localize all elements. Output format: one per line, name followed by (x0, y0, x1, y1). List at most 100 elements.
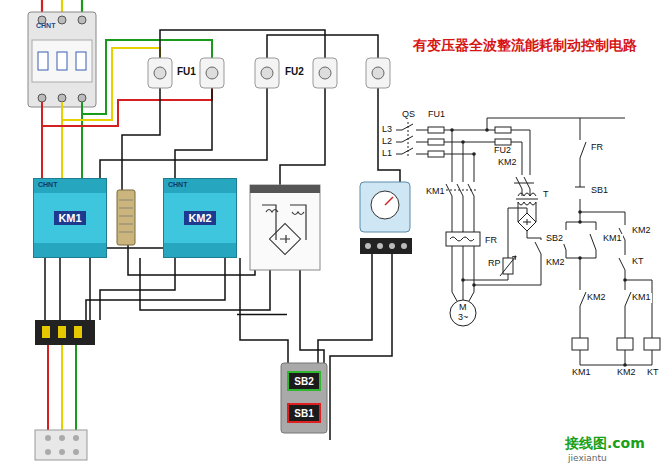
black-wires (300, 270, 324, 363)
time-relay (365, 243, 371, 249)
fuse-holders (200, 58, 224, 88)
button-box (281, 363, 327, 433)
fuse-label: FU2 (284, 66, 305, 77)
transformer-label: T (542, 190, 550, 200)
push-button-sb2: SB2 (287, 371, 321, 391)
transformer-rectifier-unit (250, 185, 320, 270)
fuse-holders (372, 67, 384, 79)
thermal-relay (35, 320, 95, 345)
junction-dots (623, 278, 627, 282)
fuse-holders (255, 58, 279, 88)
transformer-rectifier-unit (269, 223, 300, 254)
contactor-label: KM1 (54, 211, 85, 225)
schematic-lines (487, 118, 625, 130)
fuse-holders (313, 58, 337, 88)
motor-terminal-block (45, 449, 51, 455)
fuse-holders (319, 67, 331, 79)
junction-dots (578, 210, 582, 214)
button-label: SB1 (590, 186, 609, 196)
junction-dots (485, 128, 489, 132)
black-wires (59, 258, 61, 320)
contact-label: KT (631, 257, 645, 267)
brand-mark: CHNT (36, 22, 55, 30)
schematic-lines (396, 118, 660, 365)
circuit-breaker (58, 16, 66, 24)
schematic-lines (495, 139, 511, 145)
fuse-holders (148, 58, 172, 88)
schematic-lines (580, 212, 631, 365)
fuse-holders (206, 67, 218, 79)
schematic-lines (580, 365, 652, 366)
schematic-lines (463, 208, 527, 280)
circuit-breaker (78, 16, 86, 24)
button-label: SB2 (294, 376, 313, 387)
schematic-lines (575, 118, 586, 222)
colored-wires (75, 345, 77, 430)
schematic-lines (446, 190, 476, 191)
transformer-rectifier-unit (280, 235, 290, 243)
fuse-label: FU1 (427, 110, 446, 120)
junction-dots (472, 283, 476, 287)
schematic-lines (617, 338, 633, 350)
junction-dots (461, 278, 465, 282)
motor-label: M (458, 303, 468, 313)
circuit-breaker (76, 52, 86, 70)
transformer-rectifier-unit (262, 205, 306, 240)
black-wires (100, 88, 267, 178)
black-wires (122, 88, 160, 190)
black-wires (89, 258, 91, 320)
contact-label: KM1 (602, 234, 623, 244)
schematic-lines (428, 151, 444, 157)
contactor-km1: KM1 (33, 178, 107, 258)
circuit-breaker (58, 94, 66, 102)
button-label: SB2 (545, 234, 564, 244)
time-relay (360, 238, 412, 254)
motor-terminal-block (59, 449, 65, 455)
contact-label: KM1 (425, 187, 446, 197)
schematic-lines (428, 139, 444, 145)
contact-label: FR (590, 143, 604, 153)
fuse-holders (366, 58, 390, 88)
phase-label: L3 (381, 125, 393, 135)
time-relay (401, 243, 407, 249)
colored-wires (41, 102, 43, 178)
time-relay (389, 243, 395, 249)
schematic-lines (516, 193, 538, 205)
colored-wires (61, 345, 63, 430)
circuit-breaker (57, 52, 67, 70)
colored-wires (82, 40, 212, 114)
contact-label: KM1 (631, 293, 652, 303)
schematic-lines (446, 232, 480, 246)
thermal-relay (58, 326, 66, 338)
diagram-title: 有变压器全波整流能耗制动控制电路 (413, 38, 637, 53)
schematic-lines (450, 300, 476, 326)
schematic-lines (560, 222, 596, 258)
phase-label: L2 (381, 137, 393, 147)
schematic-lines (518, 213, 536, 231)
motor-terminal-block (45, 435, 51, 441)
colored-wires (47, 345, 49, 430)
fuse-label: FU2 (493, 146, 512, 156)
junction-dots (450, 128, 627, 367)
fuse-holders (154, 67, 166, 79)
wire-connector (107, 247, 163, 249)
coil-label: KM1 (571, 368, 592, 378)
motor-label: 3~ (457, 313, 469, 323)
circuit-breaker (28, 12, 96, 107)
junction-dots (472, 152, 476, 156)
black-wires (44, 258, 46, 320)
circuit-breaker (38, 94, 46, 102)
junction-dots (578, 220, 582, 224)
black-wires (280, 88, 325, 185)
contact-label: KM2 (497, 158, 518, 168)
contact-label: KM2 (631, 226, 652, 236)
brand-mark: CHNT (168, 181, 187, 189)
black-wires (318, 254, 372, 363)
watermark: jiexiantu (568, 454, 607, 464)
button-label: SB1 (294, 408, 313, 419)
motor-terminal-block (73, 435, 79, 441)
colored-wires (62, 48, 160, 120)
colored-wires (42, 88, 212, 126)
junction-dots (450, 128, 454, 132)
black-wires (378, 88, 400, 182)
